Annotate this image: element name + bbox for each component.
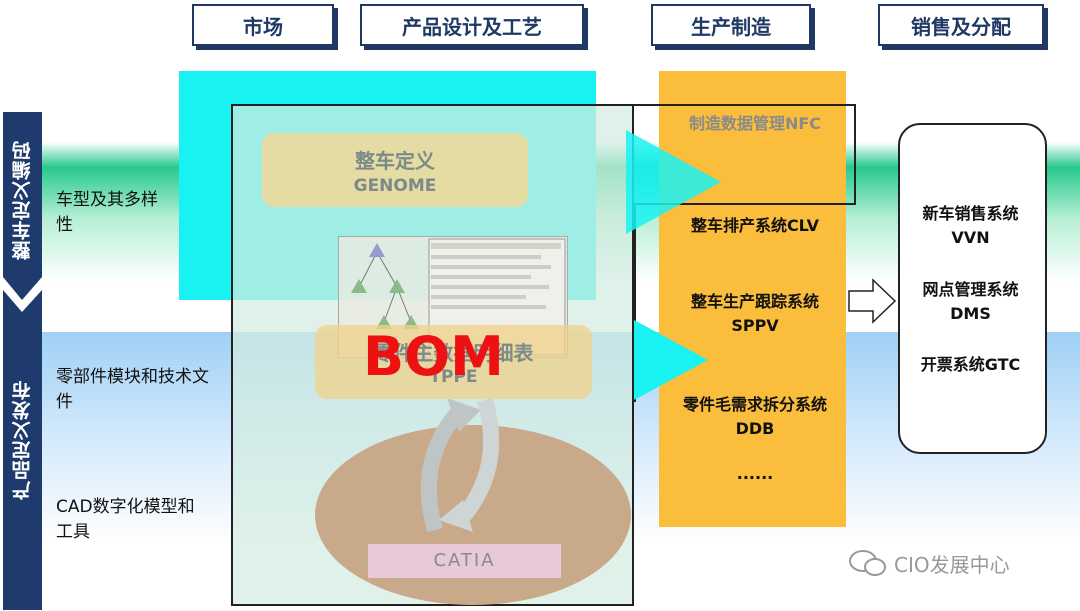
production-clv: 整车排产系统CLV (690, 216, 820, 235)
header-sales: 销售及分配 (878, 4, 1044, 46)
side-bars (3, 112, 42, 610)
header-production: 生产制造 (651, 4, 811, 46)
catia-label: CATIA (368, 544, 561, 578)
sales-dms-sub: DMS (950, 304, 991, 323)
wechat-icon (849, 550, 886, 576)
production-sppv-title: 整车生产跟踪系统 (690, 292, 819, 311)
side-label-product-release: 产品定义发布 (11, 380, 34, 500)
vehicle-definition-sub: GENOME (353, 176, 437, 196)
header-design: 产品设计及工艺 (360, 4, 584, 46)
sales-systems-box (898, 123, 1047, 454)
production-bracket (595, 104, 856, 402)
text-parts-modules: 零部件模块和技术文件 (56, 367, 209, 412)
production-sppv-sub: SPPV (731, 316, 779, 335)
sales-vvn-title: 新车销售系统 (922, 204, 1019, 223)
production-more: ...... (736, 464, 774, 483)
text-vehicle-variety: 车型及其多样性 (56, 190, 158, 235)
parts-list-sub: TPPE (429, 367, 478, 387)
production-nfc: 制造数据管理NFC (688, 114, 822, 133)
bom-label: BOM (363, 325, 504, 388)
watermark-text: CIO发展中心 (894, 552, 1010, 577)
production-ddb-title: 零件毛需求拆分系统 (682, 395, 827, 414)
sales-vvn-sub: VVN (951, 228, 990, 247)
to-sales-arrow-icon (848, 278, 897, 324)
watermark: CIO发展中心 (848, 548, 1010, 578)
vehicle-definition-title: 整车定义 (355, 149, 435, 173)
side-label-vehicle-coding: 整车定义编码 (11, 140, 34, 260)
parts-list-title: 零件主数据明细表 (373, 341, 534, 365)
sales-gtc: 开票系统GTC (920, 355, 1021, 374)
vehicle-definition-box: 整车定义 GENOME (262, 133, 528, 207)
parts-list-box: 零件主数据明细表 TPPE (315, 325, 592, 399)
production-ddb-sub: DDB (735, 419, 775, 438)
header-market: 市场 (192, 4, 334, 46)
text-cad-models: CAD数字化模型和工具 (56, 497, 195, 542)
production-column (659, 71, 846, 527)
flow-arrows (626, 130, 721, 400)
sales-dms-title: 网点管理系统 (922, 280, 1019, 299)
cycle-arrows-icon (420, 397, 500, 533)
